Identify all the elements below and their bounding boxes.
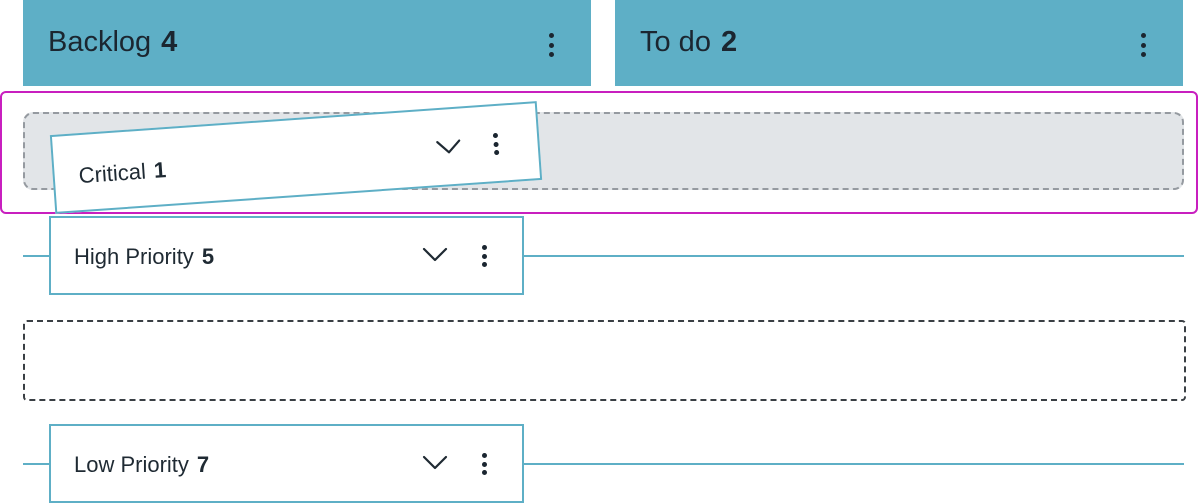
swimlane-divider (23, 463, 1184, 465)
column-count: 4 (161, 25, 178, 58)
group-card-critical-dragging[interactable]: Critical 1 (49, 101, 543, 214)
more-vertical-icon[interactable] (541, 30, 561, 60)
more-vertical-icon[interactable] (474, 242, 494, 270)
group-card-low-priority[interactable]: Low Priority 7 (49, 424, 524, 503)
group-label: Low Priority 7 (74, 452, 209, 478)
column-title: To do 2 (640, 26, 737, 59)
swimlane-divider (23, 255, 1184, 257)
group-count: 1 (152, 157, 167, 183)
group-count: 7 (196, 452, 210, 477)
chevron-down-icon[interactable] (422, 247, 448, 263)
more-vertical-icon[interactable] (1133, 30, 1153, 60)
more-vertical-icon[interactable] (485, 129, 507, 158)
chevron-down-icon[interactable] (422, 455, 448, 471)
column-title: Backlog 4 (48, 26, 177, 59)
group-count: 5 (201, 244, 215, 269)
column-title-text: To do (640, 25, 711, 58)
more-vertical-icon[interactable] (474, 450, 494, 478)
drop-target-highlight (0, 91, 1198, 214)
group-label-text: Low Priority (74, 452, 189, 477)
chevron-down-icon[interactable] (435, 138, 462, 156)
empty-swimlane-drop-zone[interactable] (23, 320, 1186, 401)
column-count: 2 (720, 25, 738, 58)
group-label-text: Critical (77, 158, 147, 189)
column-header-backlog: Backlog 4 (23, 0, 591, 86)
column-title-text: Backlog (48, 25, 152, 58)
group-label: High Priority 5 (74, 244, 214, 270)
group-label-text: High Priority (74, 244, 194, 269)
group-card-high-priority[interactable]: High Priority 5 (49, 216, 524, 295)
column-header-todo: To do 2 (615, 0, 1183, 86)
group-label: Critical 1 (78, 157, 167, 189)
